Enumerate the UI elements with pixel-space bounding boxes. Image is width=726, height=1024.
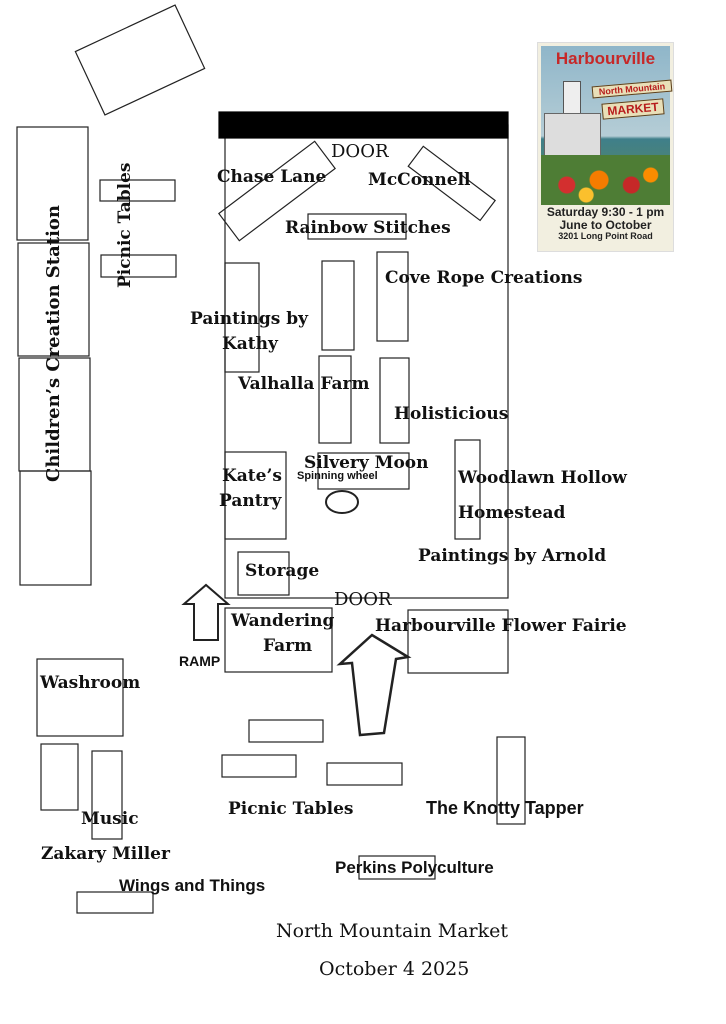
table	[321, 260, 355, 351]
footer-date: October 4 2025	[319, 958, 470, 980]
wandering-farm-label-1: Wandering	[231, 611, 335, 631]
paintings-kathy-label-1: Paintings by	[190, 309, 308, 329]
kates-pantry-table	[224, 451, 287, 540]
childrens-station-2	[17, 242, 90, 357]
spinning-wheel	[325, 490, 359, 514]
kates-pantry-label-2: Pantry	[219, 491, 282, 511]
valhalla-table	[318, 355, 352, 444]
music-label: Music	[81, 809, 139, 829]
kates-pantry-label-1: Kate’s	[222, 466, 282, 486]
picnic-table	[326, 762, 403, 786]
entrance-arrow	[336, 633, 412, 737]
washroom-building	[36, 658, 124, 737]
knotty-tapper-label: The Knotty Tapper	[426, 798, 584, 818]
wings-table	[76, 891, 154, 914]
paintings-kathy-label-2: Kathy	[222, 334, 278, 354]
vegetables-illustration	[541, 155, 670, 205]
zakary-label: Zakary Miller	[41, 844, 170, 864]
silvery-moon-label: Silvery Moon	[304, 453, 429, 473]
poster-season: June to October	[559, 218, 652, 233]
knotty-tapper-table	[496, 736, 526, 825]
mcconnell-label: McConnell	[368, 170, 471, 190]
flower-fairie-label: Harbourville Flower Fairie	[375, 616, 627, 636]
poster-title: Harbourville	[555, 49, 656, 68]
valhalla-label: Valhalla Farm	[238, 374, 370, 394]
woodlawn-table	[454, 439, 481, 540]
zakary-table	[91, 750, 123, 840]
storage-room	[237, 551, 290, 596]
music-area	[40, 743, 79, 811]
paintings-arnold-label: Paintings by Arnold	[418, 546, 607, 566]
picnic-table	[248, 719, 324, 743]
picnic-tables-bottom-label: Picnic Tables	[228, 799, 354, 819]
building-roof-bar	[218, 111, 509, 139]
poster-hours: Saturday 9:30 - 1 pm	[546, 205, 665, 219]
wings-label: Wings and Things	[119, 876, 266, 895]
parking-area	[74, 4, 206, 116]
childrens-station-label: Children’s Creation Station	[43, 204, 64, 482]
storage-label: Storage	[245, 561, 320, 581]
wandering-farm-label-2: Farm	[263, 636, 313, 656]
perkins-label: Perkins Polyculture	[335, 858, 494, 877]
picnic-tables-top-label: Picnic Tables	[115, 162, 135, 288]
perkins-table	[358, 855, 436, 880]
ramp-label: RAMP	[179, 653, 221, 669]
flower-fairie-table	[407, 609, 509, 674]
footer-title: North Mountain Market	[276, 920, 508, 942]
church-steeple	[563, 81, 581, 117]
washroom-label: Washroom	[40, 673, 141, 693]
woodlawn-label-2: Homestead	[458, 503, 566, 523]
holisticious-label: Holisticious	[394, 404, 509, 424]
picnic-table	[221, 754, 297, 778]
picnic-table	[100, 254, 177, 278]
chase-lane-table	[218, 140, 336, 242]
door-top-label: DOOR	[331, 141, 389, 162]
picnic-table	[99, 179, 176, 202]
mcconnell-table	[407, 145, 497, 222]
paintings-kathy-table	[224, 262, 260, 373]
spinning-wheel-label: Spinning wheel	[297, 470, 378, 482]
poster-address: 3201 Long Point Road	[558, 231, 653, 242]
building-wall	[224, 124, 509, 599]
woodlawn-label-1: Woodlawn Hollow	[458, 468, 627, 488]
poster-info: Saturday 9:30 - 1 pm June to October 320…	[538, 205, 673, 242]
holisticious-table	[379, 357, 410, 444]
childrens-station-1	[16, 126, 89, 241]
wandering-farm-table	[224, 607, 333, 673]
silvery-moon-table	[317, 452, 410, 490]
chase-lane-label: Chase Lane	[217, 167, 327, 187]
market-poster: Harbourville North Mountain MARKET Satur…	[537, 42, 674, 252]
childrens-station-4	[19, 470, 92, 586]
cove-rope-table	[376, 251, 409, 342]
rainbow-stitches-table	[307, 213, 407, 240]
door-bottom-label: DOOR	[334, 589, 392, 610]
ramp-arrow	[181, 583, 231, 641]
cove-rope-label: Cove Rope Creations	[385, 268, 583, 288]
rainbow-stitches-label: Rainbow Stitches	[285, 218, 451, 238]
